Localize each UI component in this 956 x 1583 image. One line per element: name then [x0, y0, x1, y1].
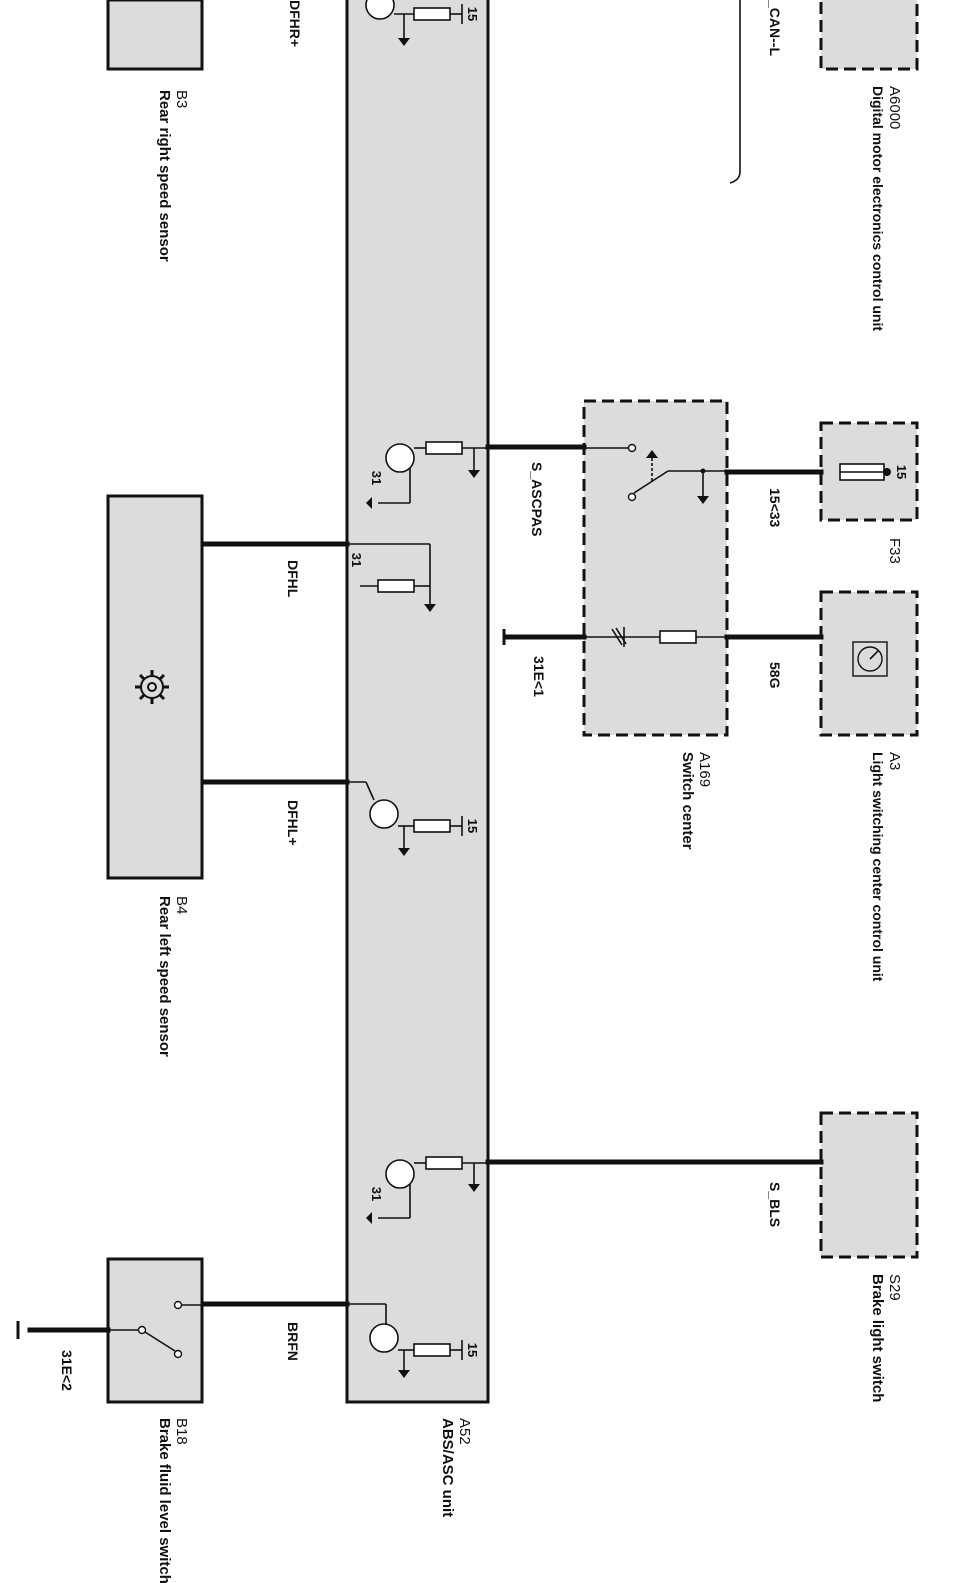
signal-dfhl-plus: DFHL+: [285, 800, 301, 846]
f33-fuse-symbol: [839, 463, 891, 481]
gear-icon: [135, 670, 169, 704]
pin-31-label: 31: [369, 471, 384, 485]
label-f33: F33: [886, 538, 903, 564]
signal-s-bls: S_BLS: [767, 1182, 783, 1227]
svg-text:Brake fluid level switch: Brake fluid level switch: [156, 1418, 173, 1583]
svg-text:Digital motor electronics cont: Digital motor electronics control unit: [870, 86, 886, 331]
signal-can-l: _CAN--L: [767, 0, 783, 56]
pin-31-label: 31: [349, 553, 364, 567]
label-s29: S29 Brake light switch: [869, 1274, 903, 1402]
label-b18: B18 Brake fluid level switch: [156, 1418, 190, 1583]
svg-text:A3: A3: [886, 752, 903, 770]
ground-icon: [502, 629, 508, 645]
svg-text:ABS/ASC unit: ABS/ASC unit: [439, 1418, 456, 1517]
label-b4: B4 Rear left speed sensor: [156, 896, 190, 1057]
label-a6000: A6000 Digital motor electronics control …: [870, 86, 903, 331]
a169-switch-center-box[interactable]: [582, 399, 729, 737]
a52-stage-dfhl: [347, 543, 436, 612]
svg-text:B18: B18: [173, 1418, 190, 1445]
pin-15-label: 15: [465, 7, 480, 21]
svg-text:A169: A169: [696, 752, 713, 787]
svg-text:Rear right speed sensor: Rear right speed sensor: [156, 90, 173, 262]
can-bus-bracket: [729, 0, 741, 184]
pin-15-label: 15: [465, 1343, 480, 1357]
svg-text:B3: B3: [173, 90, 190, 108]
signal-31e1: 31E<1: [531, 656, 547, 697]
a6000-dme-box[interactable]: [819, 0, 919, 71]
svg-text:Rear left speed sensor: Rear left speed sensor: [156, 896, 173, 1057]
signal-58g: 58G: [767, 662, 783, 689]
label-b3: B3 Rear right speed sensor: [156, 90, 190, 262]
svg-text:Light switching center control: Light switching center control unit: [870, 752, 886, 982]
signal-brfn: BRFN: [285, 1322, 301, 1361]
a52-stage-s-ascpas: [366, 441, 488, 509]
b18-switch-contacts: [108, 1300, 204, 1359]
svg-text:Brake light switch: Brake light switch: [869, 1274, 886, 1402]
svg-text:A6000: A6000: [886, 86, 903, 129]
svg-text:A52: A52: [456, 1418, 473, 1445]
signal-dfhr-plus: DFHR+: [287, 0, 303, 47]
signal-s-ascpas: S_ASCPAS: [529, 462, 545, 536]
signal-dfhl: DFHL: [285, 560, 301, 598]
signal-15-33: 15<33: [767, 488, 783, 528]
pin-31-label: 31: [369, 1187, 384, 1201]
a52-stage-dfhr: [365, 0, 463, 46]
a169-illumination-lamp: [584, 627, 727, 647]
svg-text:B4: B4: [173, 896, 190, 914]
svg-text:S29: S29: [886, 1274, 903, 1301]
a52-stage-dfhl-plus: [347, 781, 463, 856]
pin-15-label: 15: [465, 819, 480, 833]
signal-31e2: 31E<2: [59, 1350, 75, 1391]
label-a169: A169 Switch center: [679, 752, 713, 850]
label-a52: A52 ABS/ASC unit: [439, 1418, 473, 1517]
b3-sensor-box[interactable]: [106, 0, 204, 71]
a3-light-switch-box[interactable]: [819, 590, 919, 737]
label-a3: A3 Light switching center control unit: [870, 752, 903, 982]
a52-abs-asc-unit[interactable]: [345, 0, 490, 1404]
svg-text:F33: F33: [886, 538, 903, 564]
a52-stage-brfn: [347, 1303, 463, 1378]
a169-switch-contacts: [584, 443, 727, 504]
pin-15-label: 15: [894, 465, 909, 479]
a52-stage-s-bls: [366, 1156, 488, 1224]
svg-text:Switch center: Switch center: [679, 752, 696, 850]
s29-brake-light-box[interactable]: [819, 1111, 919, 1259]
gauge-icon: [852, 641, 888, 677]
